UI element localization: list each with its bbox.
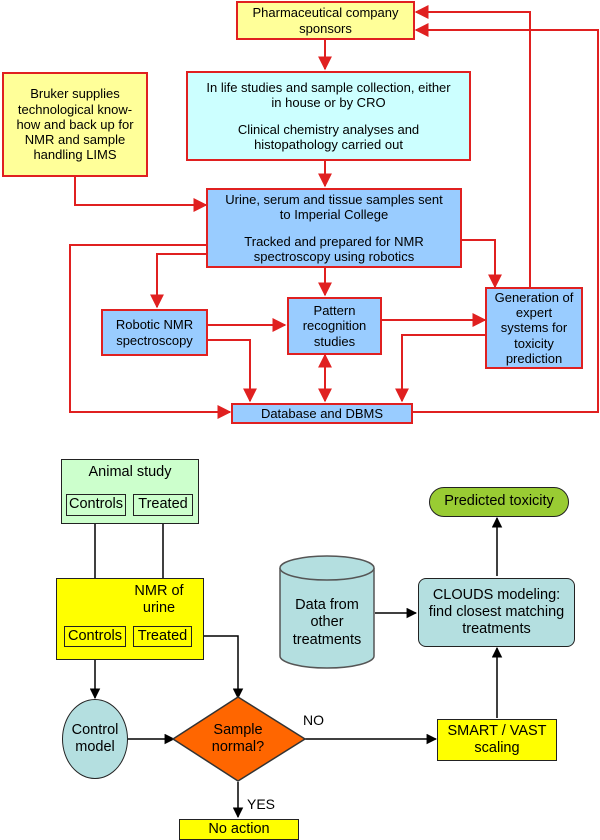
top-flow-arrows bbox=[69, 5, 599, 419]
controls-box-1: Controls bbox=[66, 494, 126, 516]
clouds-modeling-box: CLOUDS modeling: find closest matching t… bbox=[418, 578, 575, 647]
clouds-label: CLOUDS modeling: find closest matching t… bbox=[428, 586, 565, 638]
samples-box: Urine, serum and tissue samples sent to … bbox=[206, 188, 462, 268]
treated-label-1: Treated bbox=[138, 496, 188, 513]
robotic-nmr-box: Robotic NMR spectroscopy bbox=[101, 309, 208, 356]
bruker-box: Bruker supplies technological know-how a… bbox=[2, 72, 148, 177]
no-action-box: No action bbox=[179, 819, 299, 840]
pharmaceutical-sponsors-box: Pharmaceutical company sponsors bbox=[236, 1, 415, 40]
database-label: Database and DBMS bbox=[260, 405, 384, 421]
nmr-urine-label: NMR of urine bbox=[134, 583, 184, 617]
animal-study-label: Animal study bbox=[88, 464, 172, 480]
data-from-other-treatments-cylinder bbox=[279, 555, 375, 669]
no-action-label: No action bbox=[208, 820, 270, 837]
pattern-recognition-box: Pattern recognition studies bbox=[287, 297, 382, 355]
sample-normal-label: Sample normal? bbox=[211, 721, 265, 755]
control-model-ellipse: Control model bbox=[62, 699, 128, 779]
database-box: Database and DBMS bbox=[231, 403, 413, 424]
data-other-label: Data from other treatments bbox=[292, 597, 362, 648]
in-life-studies-box: In life studies and sample collection, e… bbox=[186, 71, 471, 161]
controls-label-2: Controls bbox=[68, 627, 122, 644]
smart-vast-label: SMART / VAST scaling bbox=[447, 722, 547, 756]
control-model-label: Control model bbox=[71, 721, 119, 755]
yes-branch-label: YES bbox=[247, 796, 276, 812]
tracked-prepared-label: Tracked and prepared for NMR spectroscop… bbox=[244, 233, 424, 264]
no-branch-label: NO bbox=[303, 712, 324, 728]
controls-box-2: Controls bbox=[64, 626, 126, 647]
in-life-label: In life studies and sample collection, e… bbox=[206, 79, 451, 111]
treated-box-2: Treated bbox=[133, 626, 192, 647]
smart-vast-box: SMART / VAST scaling bbox=[437, 719, 557, 761]
predicted-toxicity-box: Predicted toxicity bbox=[429, 487, 569, 517]
treated-label-2: Treated bbox=[137, 627, 188, 644]
sponsors-label: Pharmaceutical company sponsors bbox=[252, 5, 399, 36]
controls-label-1: Controls bbox=[69, 496, 123, 513]
treated-box-1: Treated bbox=[133, 494, 193, 516]
robotic-nmr-label: Robotic NMR spectroscopy bbox=[115, 317, 194, 348]
samples-sent-label: Urine, serum and tissue samples sent to … bbox=[225, 191, 443, 223]
data-other-label-wrap: Data from other treatments bbox=[282, 588, 372, 658]
pattern-label: Pattern recognition studies bbox=[302, 303, 367, 349]
clinical-chemistry-label: Clinical chemistry analyses and histopat… bbox=[237, 121, 420, 152]
bruker-label: Bruker supplies technological know-how a… bbox=[16, 86, 134, 163]
sample-normal-decision-diamond bbox=[171, 696, 307, 782]
predicted-toxicity-label: Predicted toxicity bbox=[444, 493, 554, 510]
expert-systems-box: Generation of expert systems for toxicit… bbox=[485, 287, 583, 369]
sample-normal-label-wrap: Sample normal? bbox=[198, 718, 278, 760]
nmr-urine-box: NMR of urine bbox=[56, 578, 204, 660]
expert-label: Generation of expert systems for toxicit… bbox=[494, 289, 574, 366]
